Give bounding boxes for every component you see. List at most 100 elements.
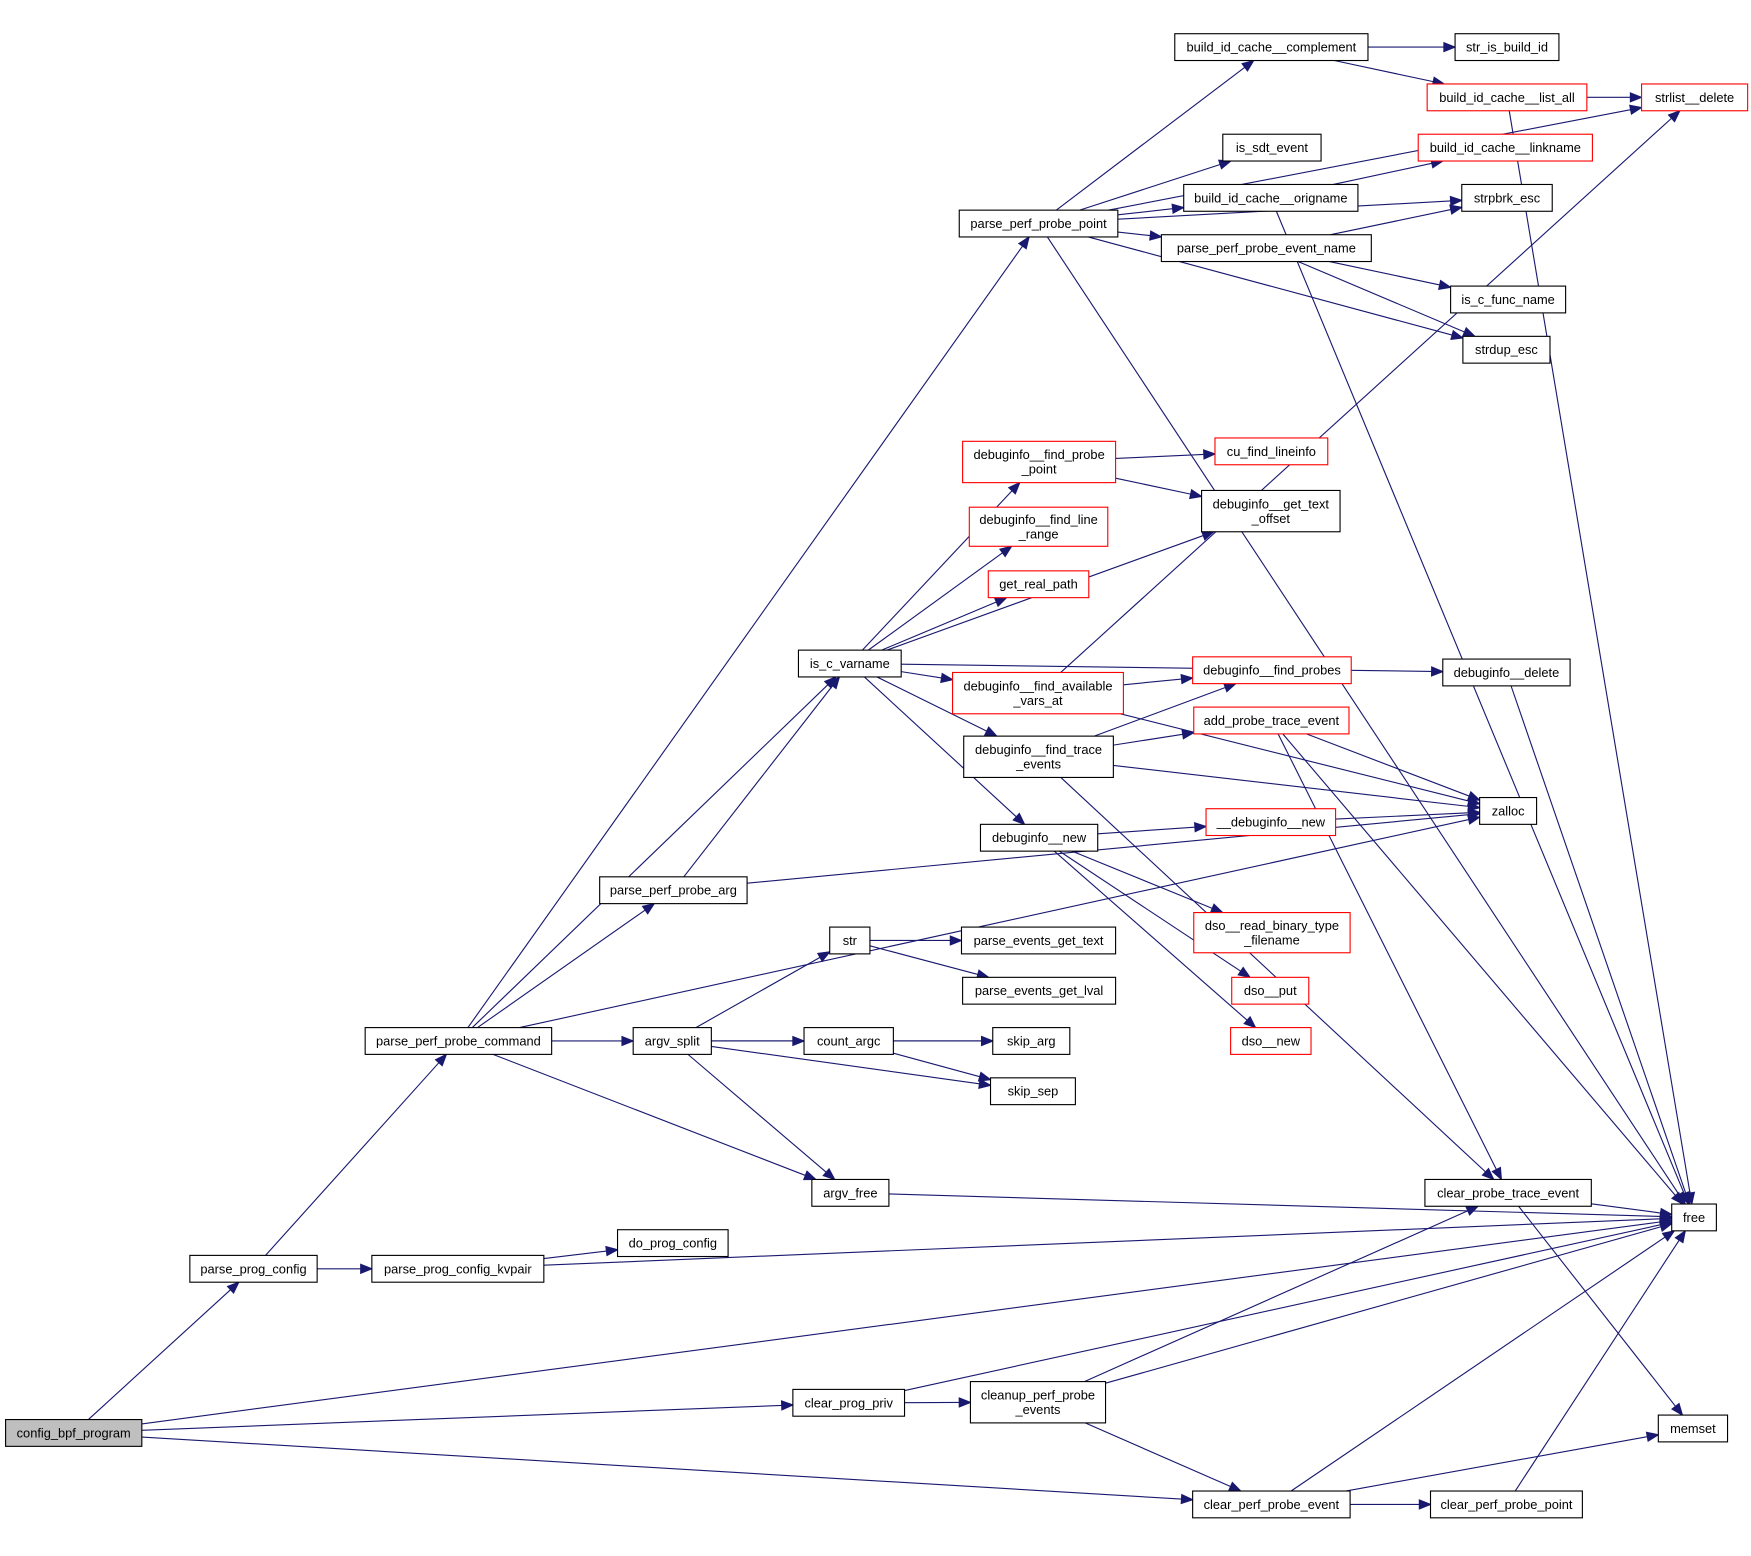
edge-line xyxy=(543,1250,607,1260)
arrowhead-icon xyxy=(1438,279,1453,291)
node-label: build_id_cache__complement xyxy=(1187,40,1357,55)
call-edge xyxy=(1335,807,1482,820)
node-dso-new[interactable]: dso__new xyxy=(1230,1027,1312,1055)
call-edge xyxy=(683,675,841,878)
node-is-c-func-name[interactable]: is_c_func_name xyxy=(1450,285,1567,314)
node-box xyxy=(989,1077,1076,1106)
node-dso-put[interactable]: dso__put xyxy=(1231,976,1310,1005)
edge-line xyxy=(863,676,1017,818)
node-box xyxy=(792,1388,906,1417)
call-edge xyxy=(1297,261,1477,337)
node-get-real-path[interactable]: get_real_path xyxy=(987,570,1090,599)
node-box xyxy=(1201,489,1341,533)
node-box xyxy=(960,926,1117,955)
node-build-id-cache-origname[interactable]: build_id_cache__origname xyxy=(1183,183,1359,212)
arrowhead-icon xyxy=(977,1071,992,1082)
arrowhead-icon xyxy=(1237,966,1252,979)
arrowhead-icon xyxy=(1227,1481,1243,1492)
node-parse-perf-probe-point[interactable]: parse_perf_probe_point xyxy=(958,209,1119,238)
arrowhead-icon xyxy=(1171,203,1186,215)
node-parse-events-get-lval[interactable]: parse_events_get_lval xyxy=(962,976,1117,1005)
node-label: clear_perf_probe_event xyxy=(1204,1497,1340,1512)
node-cleanup-perf-probe-events[interactable]: cleanup_perf_probe_events xyxy=(969,1381,1107,1424)
edge-line xyxy=(1055,66,1246,211)
node-clear-perf-probe-event[interactable]: clear_perf_probe_event xyxy=(1192,1490,1351,1519)
node-debuginfo-find-line-range[interactable]: debuginfo__find_line_range xyxy=(968,506,1109,547)
node-skip-arg[interactable]: skip_arg xyxy=(992,1027,1071,1055)
node-box xyxy=(963,735,1114,778)
node-str-is-build-id[interactable]: str_is_build_id xyxy=(1454,33,1560,62)
node-parse-prog-config[interactable]: parse_prog_config xyxy=(189,1254,318,1283)
edge-line xyxy=(683,685,833,878)
arrowhead-icon xyxy=(226,1281,240,1295)
node-do-prog-config[interactable]: do_prog_config xyxy=(616,1229,729,1258)
node-free[interactable]: free xyxy=(1671,1203,1717,1232)
node-strdup-esc[interactable]: strdup_esc xyxy=(1462,335,1551,364)
node-clear-perf-probe-point[interactable]: clear_perf_probe_point xyxy=(1429,1490,1583,1519)
node-count-argc[interactable]: count_argc xyxy=(803,1027,894,1055)
node-build-id-cache-complement[interactable]: build_id_cache__complement xyxy=(1174,33,1369,62)
node-parse-prog-config-kvpair[interactable]: parse_prog_config_kvpair xyxy=(371,1254,545,1283)
arrowhead-icon xyxy=(1180,1493,1195,1505)
node-clear-prog-priv[interactable]: clear_prog_priv xyxy=(792,1388,906,1417)
edge-line xyxy=(477,909,646,1029)
node-parse-perf-probe-arg[interactable]: parse_perf_probe_arg xyxy=(599,876,748,905)
node-debuginfo-new[interactable]: debuginfo__new xyxy=(979,823,1099,852)
node-label: debuginfo__new xyxy=(992,830,1087,845)
nodes-layer: config_bpf_program parse_prog_config parse… xyxy=(5,33,1749,1519)
node-dso-read-binary-type-filename[interactable]: dso__read_binary_type_filename xyxy=(1193,912,1351,954)
node-str[interactable]: str xyxy=(829,926,871,955)
arrowhead-icon xyxy=(1449,195,1464,207)
node-debuginfo-get-text-offset[interactable]: debuginfo__get_text_offset xyxy=(1201,489,1341,533)
node-box xyxy=(829,926,871,955)
node-zalloc[interactable]: zalloc xyxy=(1479,796,1538,825)
call-edge xyxy=(711,1035,806,1047)
call-edge xyxy=(1105,1221,1674,1384)
node-memset[interactable]: memset xyxy=(1657,1414,1729,1443)
node-add-probe-trace-event[interactable]: add_probe_trace_event xyxy=(1193,706,1350,735)
arrowhead-icon xyxy=(1629,92,1644,103)
edge-line xyxy=(1508,110,1691,1194)
arrowhead-icon xyxy=(1671,1402,1684,1417)
node-parse-perf-probe-command[interactable]: parse_perf_probe_command xyxy=(364,1027,553,1055)
call-edge xyxy=(1088,236,1465,341)
node-is-sdt-event[interactable]: is_sdt_event xyxy=(1222,133,1322,162)
node-label: do_prog_config xyxy=(629,1236,717,1251)
node-build-id-cache-linkname[interactable]: build_id_cache__linkname xyxy=(1417,133,1593,162)
node-build-id-cache-list-all[interactable]: build_id_cache__list_all xyxy=(1426,83,1588,112)
node-strlist-delete[interactable]: strlist__delete xyxy=(1641,83,1749,112)
node-skip-sep[interactable]: skip_sep xyxy=(989,1077,1076,1106)
node-parse-perf-probe-event-name[interactable]: parse_perf_probe_event_name xyxy=(1160,234,1372,263)
call-edge xyxy=(1510,685,1691,1206)
node-argv-free[interactable]: argv_free xyxy=(811,1178,890,1207)
node-cu-find-lineinfo[interactable]: cu_find_lineinfo xyxy=(1214,437,1329,466)
edge-line xyxy=(881,601,997,651)
node-is-c-varname[interactable]: is_c_varname xyxy=(797,649,902,678)
call-edge xyxy=(551,1035,635,1047)
node-argv-split[interactable]: argv_split xyxy=(632,1027,712,1055)
node-debuginfo-find-probes[interactable]: debuginfo__find_probes xyxy=(1192,656,1352,685)
node-strpbrk-esc[interactable]: strpbrk_esc xyxy=(1461,183,1553,212)
arrowhead-icon xyxy=(1180,673,1195,685)
node-box xyxy=(1192,1490,1351,1519)
node-box xyxy=(1193,706,1350,735)
node-debuginfo-find-probe-point[interactable]: debuginfo__find_probe_point xyxy=(962,440,1117,484)
node-config-bpf-program[interactable]: config_bpf_program xyxy=(5,1418,143,1447)
node-label: parse_events_get_lval xyxy=(975,983,1103,998)
call-edge xyxy=(1334,59,1446,87)
node-box xyxy=(1214,437,1329,466)
node-debuginfo-find-trace-events[interactable]: debuginfo__find_trace_events xyxy=(963,735,1114,778)
node-debuginfo-delete[interactable]: debuginfo__delete xyxy=(1442,658,1571,687)
node-debuginfo-find-available-vars-at[interactable]: debuginfo__find_available_vars_at xyxy=(951,671,1124,715)
node-label: parse_perf_probe_event_name xyxy=(1177,241,1356,256)
edge-line xyxy=(1290,1236,1666,1492)
call-edge xyxy=(1123,673,1195,686)
node-parse-events-get-text[interactable]: parse_events_get_text xyxy=(960,926,1117,955)
node-debuginfo-new[interactable]: __debuginfo__new xyxy=(1205,808,1337,837)
node-clear-probe-trace-event[interactable]: clear_probe_trace_event xyxy=(1424,1178,1592,1207)
call-edge xyxy=(1518,1205,1684,1417)
edge-line xyxy=(1514,1239,1680,1492)
edge-line xyxy=(1060,777,1486,1173)
edge-line xyxy=(467,245,1024,1028)
node-box xyxy=(958,209,1119,238)
